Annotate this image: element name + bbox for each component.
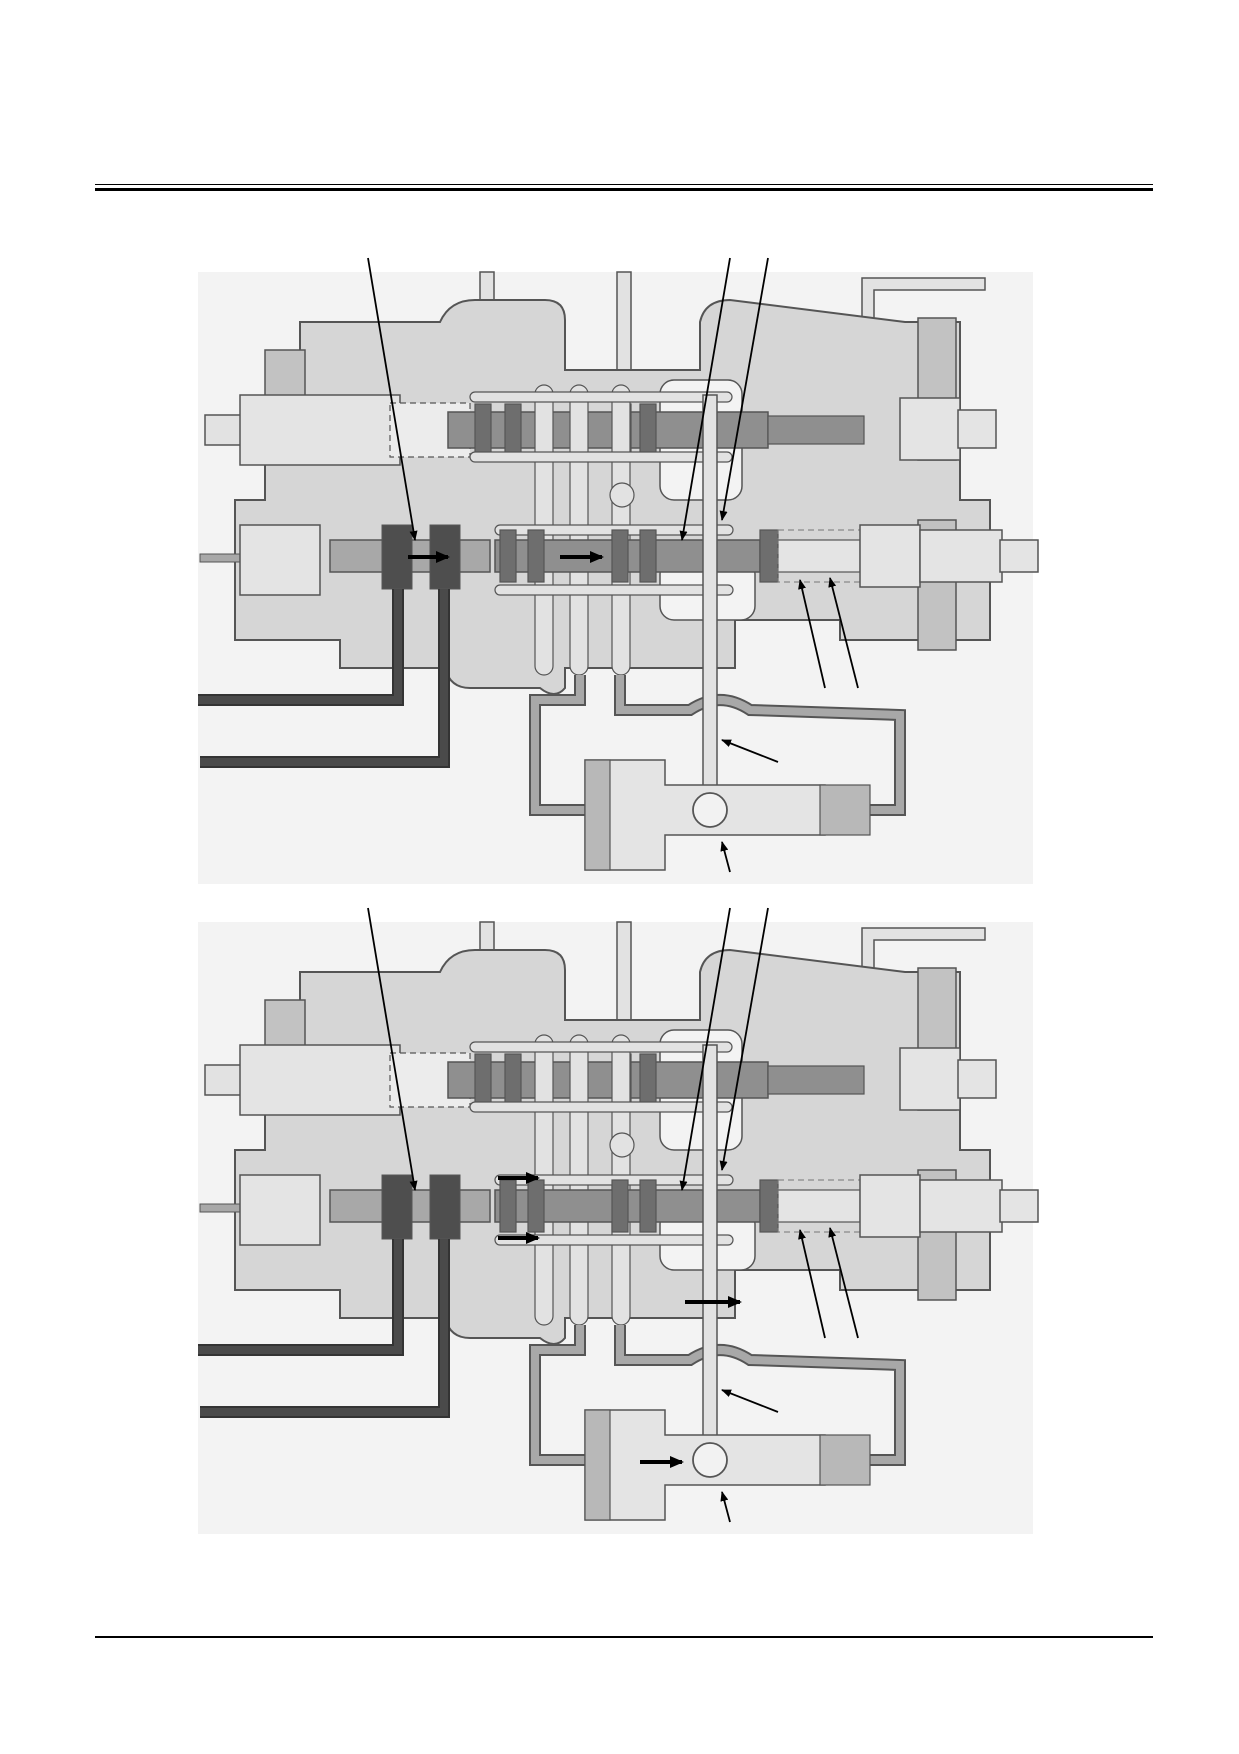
leader-line-5 (828, 577, 859, 689)
leader-line-2 (679, 907, 731, 1191)
header-rule-thin (95, 184, 1153, 185)
upper-spool-land-4 (639, 403, 657, 457)
upper-spool-land-4 (639, 1053, 657, 1107)
lower-right-nut (919, 529, 1003, 583)
feedback-lever (702, 394, 718, 806)
upper-left-cap (239, 394, 401, 466)
lower-spool-land-2 (527, 529, 545, 583)
upper-section-diagram (198, 257, 1039, 884)
pilot-line-2-fill (200, 589, 448, 766)
upper-spool-land-1 (474, 1053, 492, 1107)
leader-line-6 (721, 739, 779, 763)
leader-line-4 (798, 1229, 826, 1339)
servo-cylinder-large-end (584, 759, 611, 871)
leader-line-1 (367, 907, 418, 1191)
lower-right-nut (919, 1179, 1003, 1233)
pilot-line-1-fill (198, 1239, 402, 1354)
upper-rail-bottom (469, 1101, 733, 1113)
lower-right-plug (999, 539, 1039, 573)
leader-line-7 (720, 1491, 731, 1523)
upper-poppet (767, 415, 865, 445)
leader-line-1 (367, 257, 418, 541)
top-port-pipe-right (616, 271, 632, 383)
upper-spool (447, 411, 769, 449)
cylinder-line-a-fill (531, 1325, 590, 1464)
pilot-line-1-fill (198, 589, 402, 704)
leader-line-3 (719, 907, 769, 1171)
lower-spool-land-3 (611, 1179, 629, 1233)
upper-right-plug (957, 409, 997, 449)
servo-cylinder-small-end (819, 1434, 871, 1486)
upper-spool-land-2 (504, 1053, 522, 1107)
top-port-pipe-right (616, 921, 632, 1033)
upper-right-nut (899, 397, 961, 461)
lower-spool-land-1 (499, 529, 517, 583)
servo-piston-pin (692, 1442, 728, 1478)
upper-spool (447, 1061, 769, 1099)
servo-cylinder-small-end (819, 784, 871, 836)
upper-spool-land-1 (474, 403, 492, 457)
lower-piston-head (759, 529, 779, 583)
lower-right-plug (999, 1189, 1039, 1223)
pilot-line-2-fill (200, 1239, 448, 1416)
lower-piston-head (759, 1179, 779, 1233)
servo-cylinder-large-end (584, 1409, 611, 1521)
leader-line-7 (720, 841, 731, 873)
check-ball (609, 482, 635, 508)
lower-section-diagram (198, 907, 1039, 1534)
cylinder-line-a-fill (531, 675, 590, 814)
upper-rail-top (469, 1041, 733, 1053)
lower-left-cap (239, 1174, 321, 1246)
upper-right-nut (899, 1047, 961, 1111)
lower-spool-land-4 (639, 1179, 657, 1233)
lower-right-cap (859, 524, 921, 588)
lower-left-cap (239, 524, 321, 596)
lower-right-cap (859, 1174, 921, 1238)
servo-piston-pin (692, 792, 728, 828)
leader-line-3 (719, 257, 769, 521)
lower-spool-land-4 (639, 529, 657, 583)
lower-spring-rod (777, 539, 861, 573)
upper-rail-bottom (469, 451, 733, 463)
cylinder-line-b-fill (616, 675, 904, 814)
upper-spool-land-2 (504, 403, 522, 457)
upper-poppet (767, 1065, 865, 1095)
leader-line-5 (828, 1227, 859, 1339)
cylinder-line-b-fill (616, 1325, 904, 1464)
leader-line-4 (798, 579, 826, 689)
upper-right-plug (957, 1059, 997, 1099)
header-rule-thick (95, 188, 1153, 191)
leader-line-2 (679, 257, 731, 541)
pilot-port-1-block (381, 524, 413, 590)
pilot-port-2-block (429, 1174, 461, 1240)
leader-line-6 (721, 1389, 779, 1413)
check-ball (609, 1132, 635, 1158)
pilot-port-1-block (381, 1174, 413, 1240)
lower-spool-land-1 (499, 1179, 517, 1233)
upper-left-cap (239, 1044, 401, 1116)
lower-rail-bottom (494, 1234, 734, 1246)
upper-rail-top (469, 391, 733, 403)
lower-spool-land-3 (611, 529, 629, 583)
footer-rule (95, 1636, 1153, 1638)
lower-rail-bottom (494, 584, 734, 596)
feedback-lever (702, 1044, 718, 1456)
lower-spring-rod (777, 1189, 861, 1223)
lower-spool-land-2 (527, 1179, 545, 1233)
